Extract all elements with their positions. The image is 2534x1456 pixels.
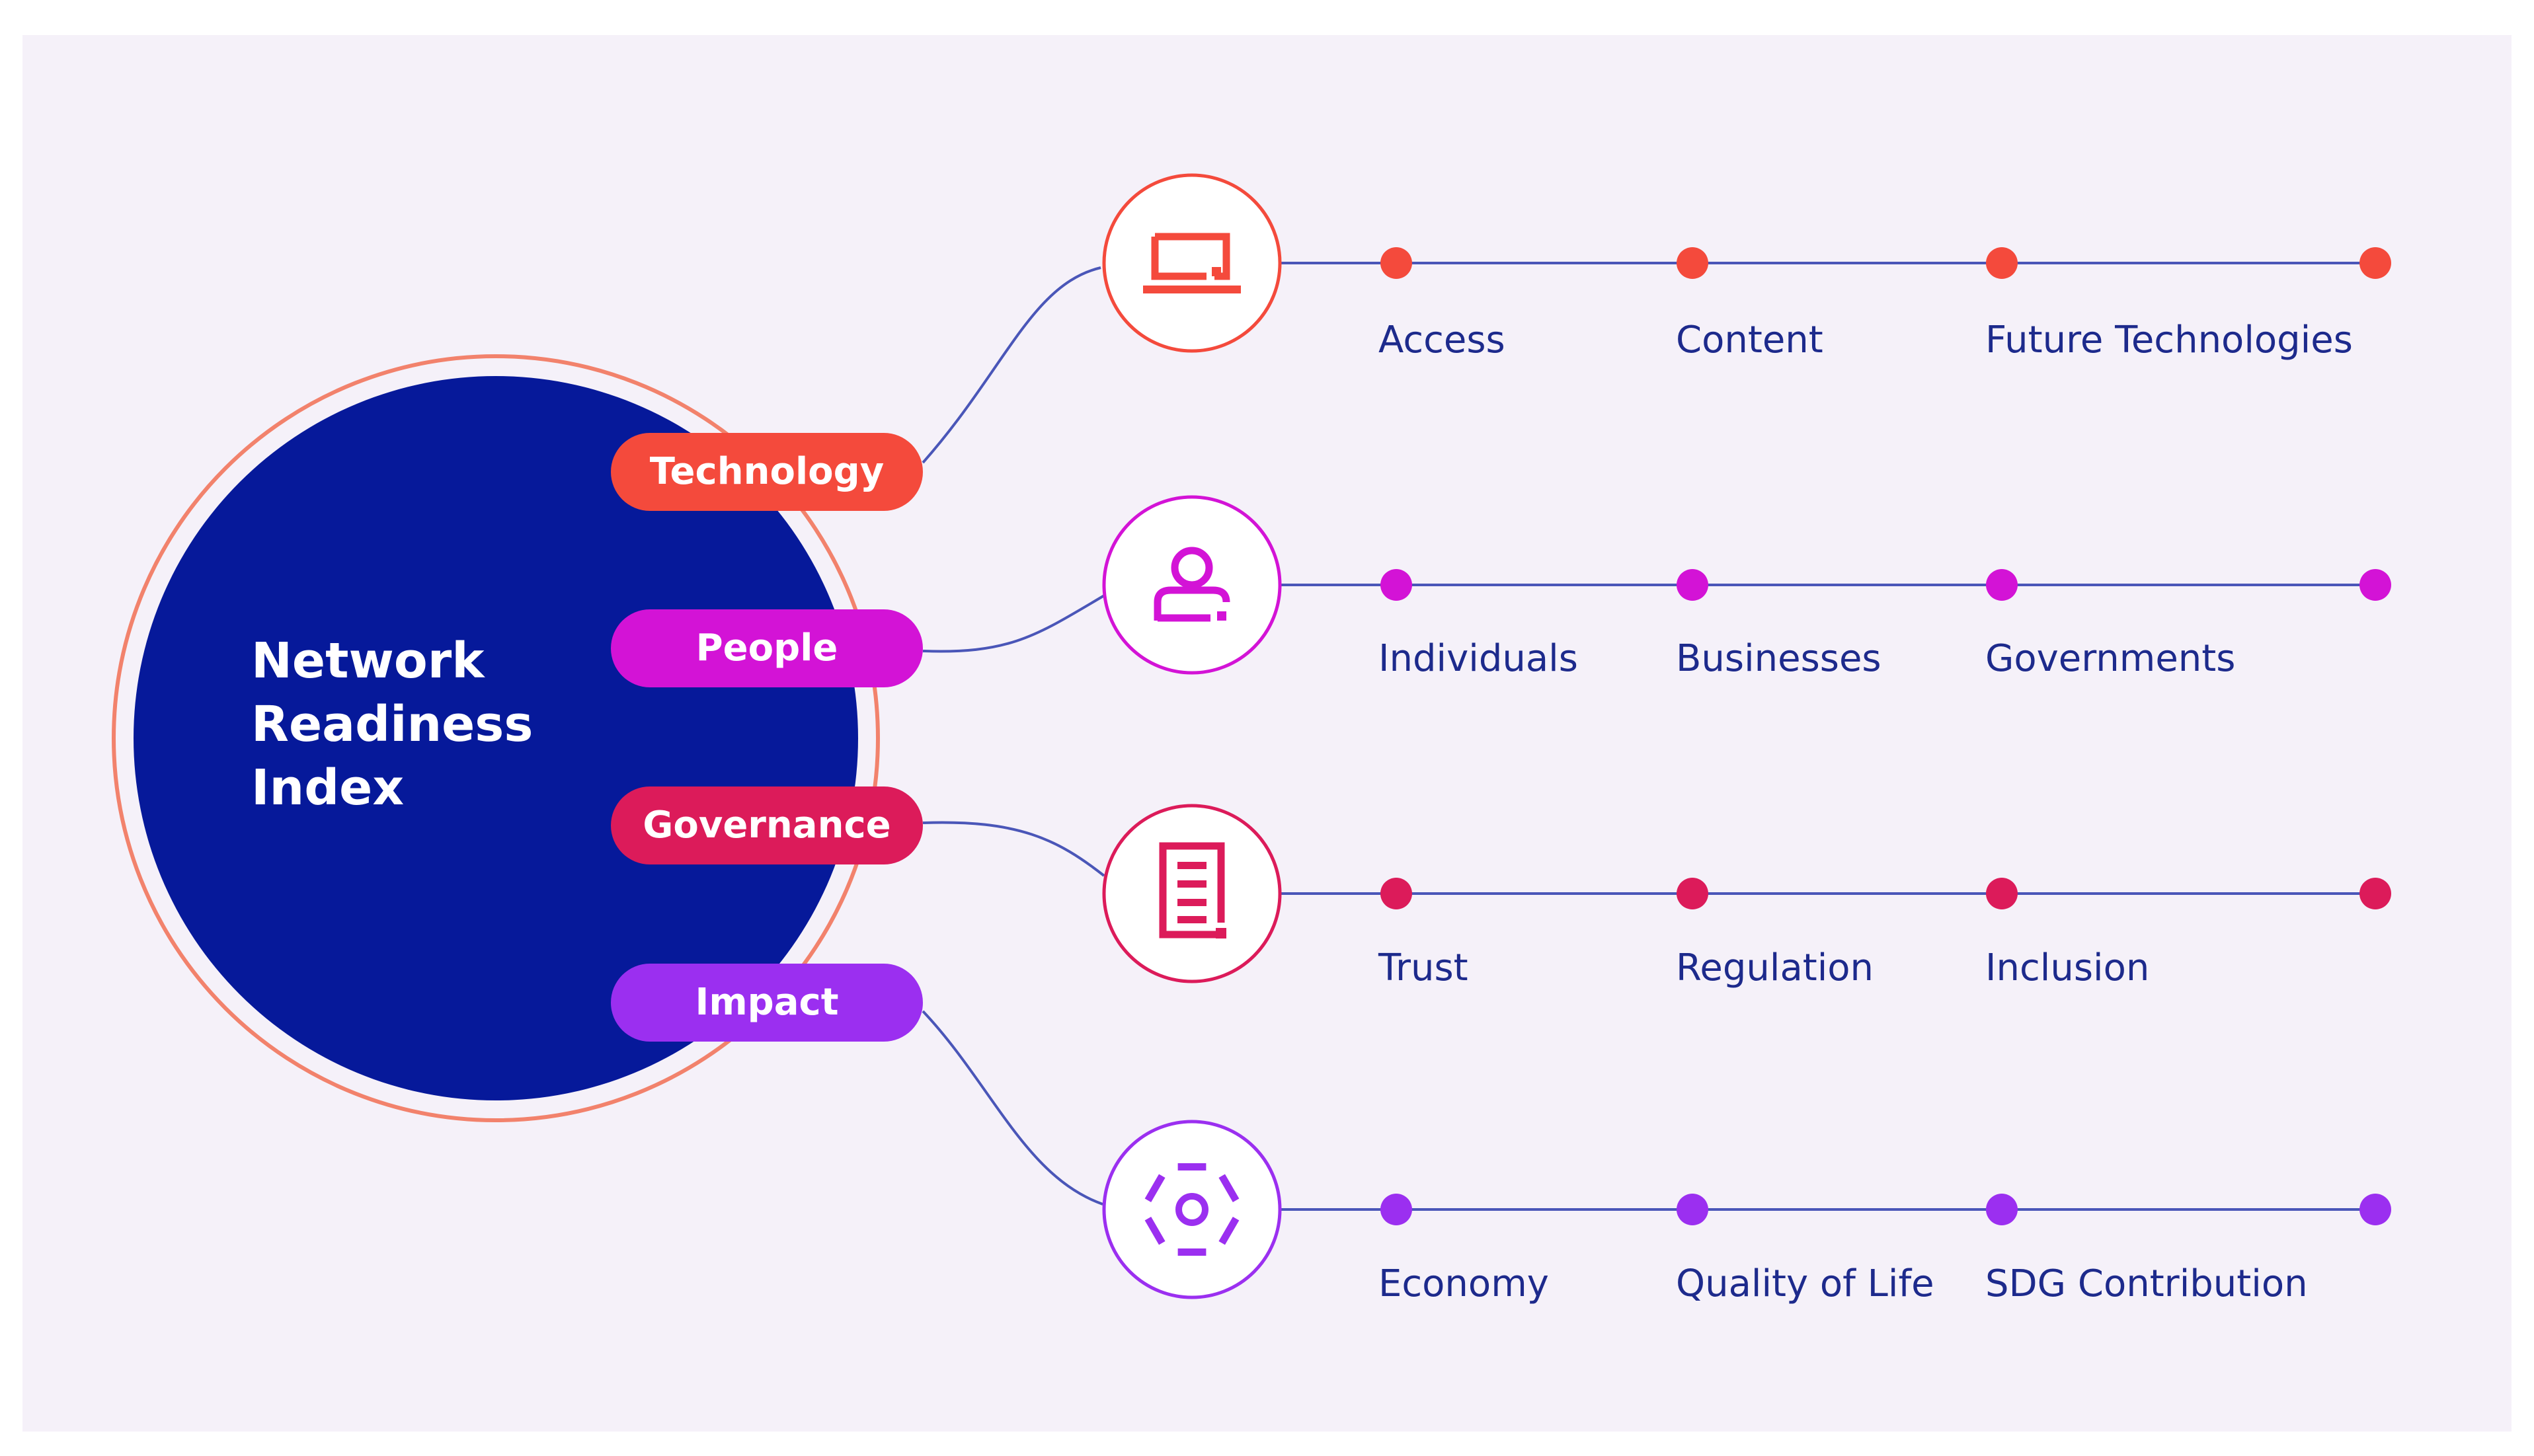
sub-pillar-dot-2 [1677, 878, 1708, 909]
index-title-line-2: Readiness [251, 696, 534, 753]
gear-segment-3 [1144, 1216, 1166, 1245]
gear-segment-1 [1218, 1216, 1240, 1245]
sub-pillar-dot-3 [1986, 1194, 2018, 1225]
gear-center [1175, 1193, 1208, 1226]
connector-curve-people [922, 594, 1107, 653]
icon-badge-circle [1102, 173, 1282, 353]
pillar-pill-governance: Governance [611, 786, 923, 864]
pillar-pill-people: People [611, 609, 923, 687]
gear-segment-4 [1144, 1174, 1166, 1203]
sub-pillar-label: Inclusion [1985, 946, 2150, 989]
sub-pillar-dot-3 [1986, 247, 2018, 279]
sub-pillar-label: Businesses [1676, 637, 1881, 680]
pillar-row-technology [1102, 173, 2391, 353]
sub-pillar-dot-1 [1380, 1194, 1412, 1225]
document-line-4 [1177, 916, 1207, 923]
laptop-indicator [1212, 267, 1221, 276]
person-icon [1102, 495, 1282, 675]
person-body [1154, 586, 1230, 621]
sub-pillar-dot-2 [1677, 1194, 1708, 1225]
pillar-row-people [1102, 495, 2391, 675]
sub-pillar-dot-1 [1380, 569, 1412, 601]
sub-pillar-dot-2 [1677, 247, 1708, 279]
sub-pillar-dot-3 [1986, 878, 2018, 909]
sub-pillar-dot-4 [2359, 247, 2391, 279]
pillar-row-governance [1102, 804, 2391, 983]
sub-pillar-label: SDG Contribution [1985, 1262, 2308, 1305]
sub-pillar-dot-4 [2359, 878, 2391, 909]
sub-pillar-label: Governments [1985, 637, 2236, 680]
index-title-line-3: Index [251, 759, 405, 816]
sub-pillar-dot-4 [2359, 1194, 2391, 1225]
index-ring [112, 354, 880, 1122]
sub-pillar-dot-3 [1986, 569, 2018, 601]
pillar-pill-impact: Impact [611, 964, 923, 1042]
index-title-line-1: Network [251, 632, 485, 689]
pillar-rows [1102, 173, 2391, 1299]
sub-pillar-dot-1 [1380, 247, 1412, 279]
laptop-screen-side [1151, 237, 1207, 280]
document-line-3 [1177, 899, 1207, 906]
connector-curve-governance [922, 821, 1105, 877]
connector-curve-technology [922, 266, 1101, 464]
sub-pillar-dot-1 [1380, 878, 1412, 909]
icon-badge-circle [1102, 1120, 1282, 1299]
connector-curve-impact [922, 1010, 1103, 1206]
sub-pillar-label: Regulation [1676, 946, 1874, 989]
index-circle [134, 376, 858, 1100]
laptop-base [1143, 286, 1241, 293]
gear-segment-6 [1218, 1174, 1240, 1203]
sub-pillar-label: Economy [1378, 1262, 1549, 1305]
sub-pillar-dot-4 [2359, 569, 2391, 601]
laptop-icon [1102, 173, 1282, 353]
document-icon [1102, 804, 1282, 983]
sub-pillar-label: Access [1378, 319, 1505, 362]
document-outline [1159, 842, 1225, 939]
sub-pillar-label: Individuals [1378, 637, 1578, 680]
pillar-pill-technology: Technology [611, 433, 923, 511]
person-indicator [1217, 611, 1226, 621]
person-head [1171, 547, 1213, 589]
document-line-2 [1177, 880, 1207, 888]
sub-pillar-label: Quality of Life [1676, 1262, 1934, 1305]
sub-pillar-label: Future Technologies [1985, 319, 2353, 362]
sub-pillar-dot-2 [1677, 569, 1708, 601]
document-line-1 [1177, 862, 1207, 869]
pillar-row-impact [1102, 1120, 2391, 1299]
document-indicator [1216, 928, 1226, 939]
sub-pillar-label: Content [1676, 319, 1823, 362]
gear-icon [1102, 1120, 1282, 1299]
connector-lines [922, 266, 1107, 1206]
sub-pillar-label: Trust [1378, 946, 1468, 989]
icon-badge-circle [1102, 804, 1282, 983]
